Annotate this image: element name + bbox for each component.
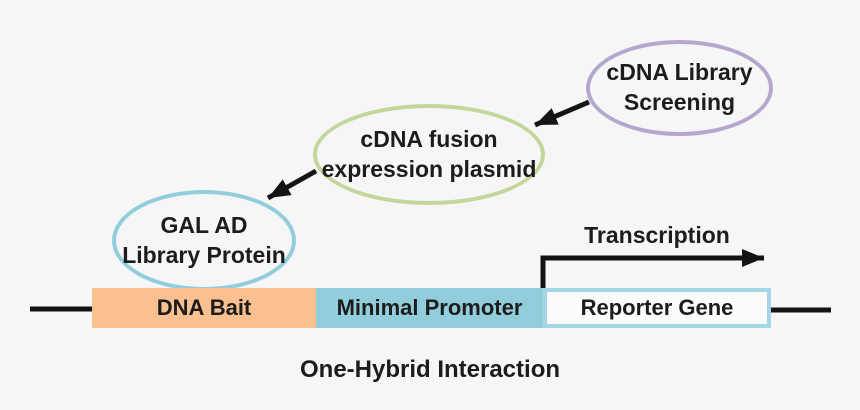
- transcription-arrow: [540, 249, 764, 289]
- arrow-plasmid-to-protein: [266, 168, 318, 201]
- diagram-caption: One-Hybrid Interaction: [299, 356, 561, 383]
- transcription-label: Transcription: [584, 222, 730, 248]
- bar-segment-dna-bait: DNA Bait: [92, 288, 316, 328]
- bar-segment-minimal-promoter: Minimal Promoter: [316, 288, 543, 328]
- bar-segment-reporter-gene: Reporter Gene: [543, 288, 771, 328]
- arrow-screening-to-plasmid: [534, 99, 590, 128]
- node-cdna-fusion-expression-plasmid: cDNA fusion expression plasmid: [313, 104, 545, 205]
- node-cdna-library-screening: cDNA Library Screening: [586, 40, 773, 136]
